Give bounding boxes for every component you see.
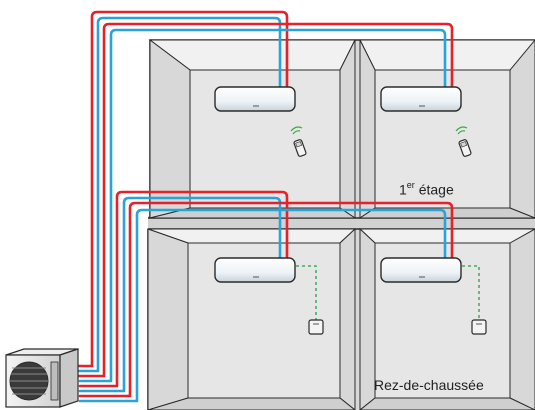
remote-control-icon xyxy=(293,139,307,157)
wall-thermostat-icon xyxy=(471,319,487,335)
pipe-hot-lower-left xyxy=(78,190,289,388)
wifi-signal-icon xyxy=(290,126,303,135)
pipe-cold-upper-left xyxy=(74,16,282,373)
wall-thermostat-icon xyxy=(308,319,324,335)
indoor-unit-lower-right xyxy=(380,257,462,283)
indoor-unit-upper-left xyxy=(214,86,296,112)
pipe-cold-lower-right xyxy=(78,208,447,403)
floor-label-ground-floor: Rez-de-chaussée xyxy=(374,377,484,393)
floor-label-first-floor: 1er étage xyxy=(399,180,454,198)
refrigerant-pipes xyxy=(70,10,454,403)
floor-ordinal-suffix: er xyxy=(406,180,415,190)
room-upper-right xyxy=(358,39,535,219)
pipe-cold-upper-right xyxy=(78,28,447,383)
pipe-hot-upper-right xyxy=(74,22,454,378)
pipe-hot-upper-left xyxy=(70,10,289,368)
remote-control-icon xyxy=(458,139,472,157)
room-lower-left xyxy=(147,227,357,410)
indoor-unit-upper-right xyxy=(380,86,462,112)
floor-number: 1 xyxy=(399,181,407,198)
floor-word: étage xyxy=(414,181,454,198)
wifi-signal-icon xyxy=(455,126,468,135)
thermostat-wire xyxy=(296,265,480,320)
outdoor-unit xyxy=(5,348,79,408)
pipe-cold-lower-left xyxy=(78,196,282,393)
indoor-unit-lower-left xyxy=(214,257,296,283)
pipe-hot-lower-right xyxy=(78,201,454,398)
